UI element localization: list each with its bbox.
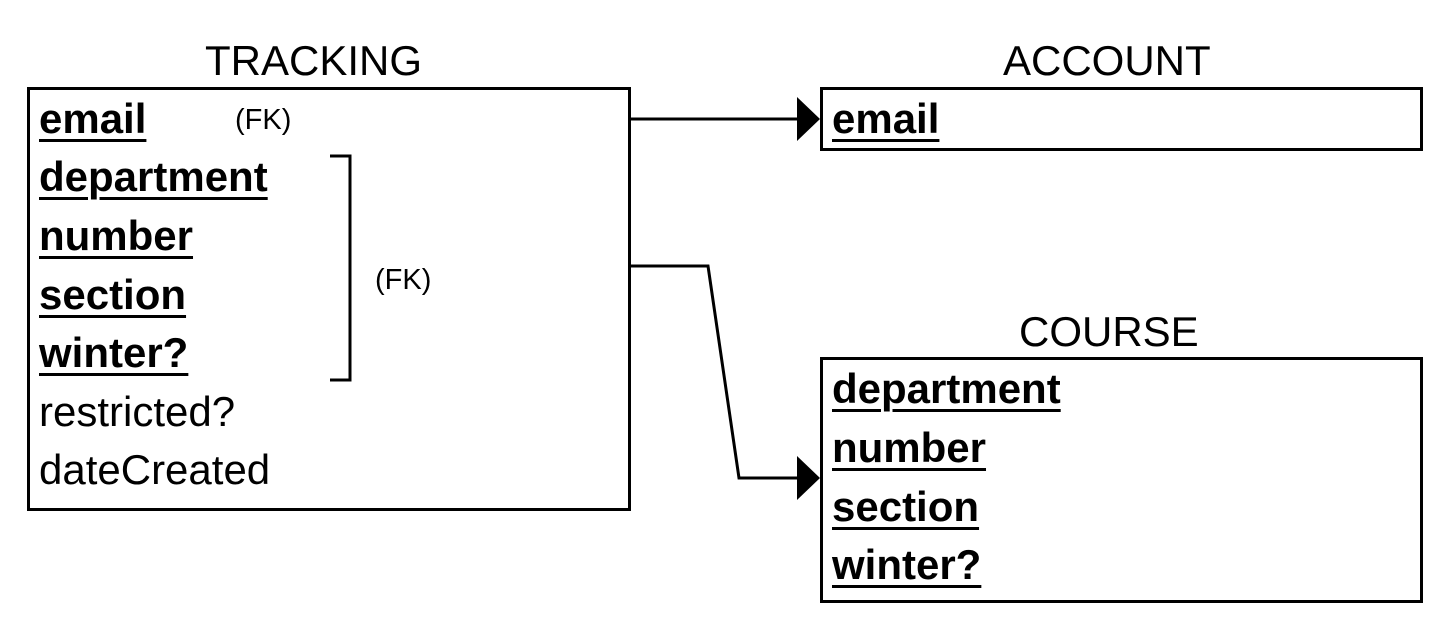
tracking-field-winter: winter?: [39, 329, 189, 376]
tracking-field-department: department: [39, 153, 268, 200]
tracking-table-title: TRACKING: [205, 37, 423, 84]
course-field-winter: winter?: [832, 541, 982, 588]
account-field-email: email: [832, 95, 940, 142]
fk-course-note: (FK): [375, 264, 432, 296]
tracking-field-datecreated: dateCreated: [39, 446, 271, 493]
tracking-table: email department number section winter? …: [27, 87, 631, 511]
course-field-section: section: [832, 483, 980, 530]
tracking-field-number: number: [39, 212, 194, 259]
course-relationship-line: [631, 264, 800, 480]
course-table: department number section winter?: [820, 357, 1423, 603]
tracking-field-restricted: restricted?: [39, 388, 236, 435]
tracking-field-section: section: [39, 271, 187, 318]
fk-bracket: [330, 154, 352, 382]
course-field-number: number: [832, 424, 987, 471]
fk-email-note: (FK): [235, 104, 292, 136]
email-relationship-arrowhead: [797, 97, 820, 141]
tracking-field-email: email: [39, 95, 147, 142]
course-table-title: COURSE: [1019, 308, 1199, 355]
account-table: email: [820, 87, 1423, 151]
account-table-title: ACCOUNT: [1003, 37, 1211, 84]
course-field-department: department: [832, 365, 1061, 412]
course-relationship-arrowhead: [797, 456, 820, 500]
